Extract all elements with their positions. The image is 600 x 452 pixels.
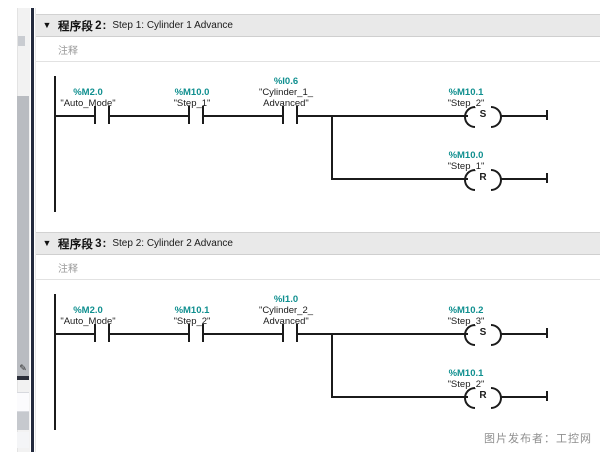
network-body-3: %M2.0 "Auto_Mode" %M10.1 "Step_2" %I1.0 … xyxy=(36,280,600,445)
coil-symbol: "Step_1" xyxy=(447,161,485,172)
contact-address: %M2.0 xyxy=(73,305,103,316)
contact-symbol: "Cylinder_2_ xyxy=(258,305,314,316)
coil-letter: R xyxy=(479,390,487,401)
rung-wire xyxy=(54,115,94,117)
vertical-scrollbar-thumb[interactable] xyxy=(17,96,29,376)
coil-symbol: "Step_2" xyxy=(447,98,485,109)
contact-symbol: "Step_2" xyxy=(173,316,211,327)
network-description: Step 1: Cylinder 1 Advance xyxy=(112,20,233,31)
network-block-2: ▼ 程序段 2 : Step 1: Cylinder 1 Advance 注释 … xyxy=(36,14,600,227)
right-rail-tick xyxy=(546,110,548,120)
contact-operand-3: %I0.6 "Cylinder_1_ Advanced" xyxy=(226,76,346,109)
coil-letter: S xyxy=(479,109,487,120)
network-label: 程序段 xyxy=(58,20,94,33)
coil-symbol: "Step_2" xyxy=(447,379,485,390)
contact-no-1[interactable] xyxy=(94,106,110,124)
coil-output-wire xyxy=(500,178,546,180)
contact-no-3[interactable] xyxy=(282,324,298,342)
contact-symbol-2: Advanced" xyxy=(263,316,309,327)
left-power-rail xyxy=(54,294,56,430)
network-comment-text: 注释 xyxy=(58,263,78,275)
contact-operand-2: %M10.0 "Step_1" xyxy=(132,87,252,109)
coil-output-wire xyxy=(500,333,546,335)
rung-wire xyxy=(298,333,468,335)
network-comment-text: 注释 xyxy=(58,45,78,57)
coil-address: %M10.1 xyxy=(448,87,484,98)
coil-address: %M10.1 xyxy=(448,368,484,379)
network-comment-row-3[interactable]: 注释 xyxy=(36,255,600,280)
network-header-3[interactable]: ▼ 程序段 3 : Step 2: Cylinder 2 Advance xyxy=(36,232,600,255)
rung-wire xyxy=(204,115,282,117)
coil-address: %M10.0 xyxy=(448,150,484,161)
coil-operand-1: %M10.1 "Step_2" xyxy=(406,87,526,109)
network-label: 程序段 xyxy=(58,238,94,251)
contact-no-2[interactable] xyxy=(188,324,204,342)
coil-address: %M10.2 xyxy=(448,305,484,316)
contact-address: %M2.0 xyxy=(73,87,103,98)
network-number: 2 xyxy=(95,19,102,32)
coil-set-2[interactable]: S xyxy=(464,323,502,346)
right-rail-tick xyxy=(546,391,548,401)
scrollbar-mark-top xyxy=(18,36,25,46)
network-comment-row-2[interactable]: 注释 xyxy=(36,37,600,62)
coil-operand-2: %M10.1 "Step_2" xyxy=(406,368,526,390)
branch-wire xyxy=(331,178,468,180)
branch-vertical-wire xyxy=(331,115,333,180)
network-header-2[interactable]: ▼ 程序段 2 : Step 1: Cylinder 1 Advance xyxy=(36,14,600,37)
contact-address: %I0.6 xyxy=(273,76,299,87)
coil-letter: R xyxy=(479,172,487,183)
contact-operand-1: %M2.0 "Auto_Mode" xyxy=(28,87,148,109)
rung-wire xyxy=(110,333,188,335)
contact-symbol: "Cylinder_1_ xyxy=(258,87,314,98)
right-rail-tick xyxy=(546,328,548,338)
scrollbar-mark-c xyxy=(17,392,29,412)
scrollbar-mark-b xyxy=(17,376,29,380)
coil-set-1[interactable]: S xyxy=(464,105,502,128)
rung-wire xyxy=(54,333,94,335)
left-gutter: ✎ xyxy=(0,0,30,452)
coil-operand-1: %M10.2 "Step_3" xyxy=(406,305,526,327)
collapse-triangle-icon[interactable]: ▼ xyxy=(42,238,52,248)
contact-operand-1: %M2.0 "Auto_Mode" xyxy=(28,305,148,327)
coil-letter: S xyxy=(479,327,487,338)
network-body-2: %M2.0 "Auto_Mode" %M10.0 "Step_1" %I0.6 … xyxy=(36,62,600,227)
rung-wire xyxy=(110,115,188,117)
contact-address: %I1.0 xyxy=(273,294,299,305)
edit-pencil-icon[interactable]: ✎ xyxy=(19,363,27,373)
right-rail-tick xyxy=(546,173,548,183)
contact-symbol-2: Advanced" xyxy=(263,98,309,109)
network-number: 3 xyxy=(95,237,102,250)
contact-no-2[interactable] xyxy=(188,106,204,124)
coil-reset-1[interactable]: R xyxy=(464,168,502,191)
branch-vertical-wire xyxy=(331,333,333,398)
contact-symbol: "Step_1" xyxy=(173,98,211,109)
contact-operand-3: %I1.0 "Cylinder_2_ Advanced" xyxy=(226,294,346,327)
coil-symbol: "Step_3" xyxy=(447,316,485,327)
branch-wire xyxy=(331,396,468,398)
rung-wire xyxy=(298,115,468,117)
collapse-triangle-icon[interactable]: ▼ xyxy=(42,20,52,30)
contact-no-1[interactable] xyxy=(94,324,110,342)
coil-output-wire xyxy=(500,115,546,117)
coil-operand-2: %M10.0 "Step_1" xyxy=(406,150,526,172)
scrollbar-mark-d xyxy=(17,412,29,430)
contact-no-3[interactable] xyxy=(282,106,298,124)
editor-pane-divider-light xyxy=(35,8,36,452)
network-colon: : xyxy=(102,237,107,250)
contact-symbol: "Auto_Mode" xyxy=(60,316,116,327)
editor-pane-divider xyxy=(31,8,34,452)
coil-reset-2[interactable]: R xyxy=(464,386,502,409)
contact-address: %M10.1 xyxy=(174,305,210,316)
network-block-3: ▼ 程序段 3 : Step 2: Cylinder 2 Advance 注释 … xyxy=(36,232,600,445)
left-power-rail xyxy=(54,76,56,212)
scrollbar-mark-e xyxy=(17,432,29,448)
rung-wire xyxy=(204,333,282,335)
network-description: Step 2: Cylinder 2 Advance xyxy=(112,238,233,249)
contact-symbol: "Auto_Mode" xyxy=(60,98,116,109)
network-colon: : xyxy=(102,19,107,32)
contact-operand-2: %M10.1 "Step_2" xyxy=(132,305,252,327)
publisher-watermark: 图片发布者：工控网 xyxy=(484,432,592,445)
coil-output-wire xyxy=(500,396,546,398)
contact-address: %M10.0 xyxy=(174,87,210,98)
